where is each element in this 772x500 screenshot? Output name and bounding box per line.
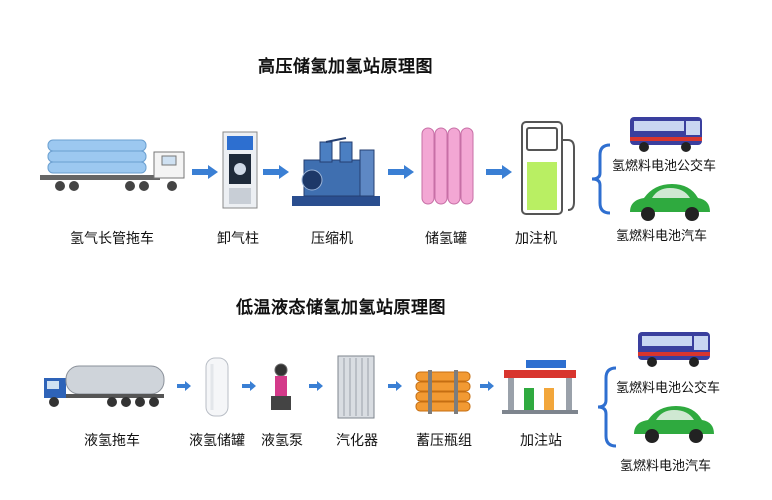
station-icon [502,360,578,414]
tube-trailer-icon [40,139,185,191]
step-label: 压缩机 [311,231,353,247]
step-label: 加注机 [515,231,557,247]
step-label: 加注站 [520,433,562,449]
step-label: 储氢罐 [425,231,467,247]
pump-icon [271,363,291,410]
unloading-post-icon [222,131,258,209]
step-label: 汽化器 [336,433,378,449]
flow-arrow [388,165,414,179]
vehicle-label: 氢燃料电池汽车 [620,459,712,474]
flow-arrow [486,165,512,179]
tanker-truck-icon [44,365,165,407]
bus-icon [630,117,702,152]
compressor-icon [292,137,380,206]
branch-bracket [591,143,611,215]
flow-arrow [177,381,191,391]
flow-arrow [192,165,218,179]
vaporizer-icon [337,355,375,419]
flow-arrow [480,381,494,391]
vehicle-label: 氢燃料电池公交车 [616,381,721,396]
section1-title: 高压储氢加氢站原理图 [258,57,433,77]
step-label: 卸气柱 [217,231,259,247]
step-label: 液氢泵 [261,433,303,449]
car-icon [634,406,714,443]
vehicle-label: 氢燃料电池公交车 [612,159,717,174]
step-label: 液氢储罐 [189,433,245,449]
flow-arrow [242,381,256,391]
step-label: 液氢拖车 [84,433,140,449]
flow-arrow [309,381,323,391]
step-label: 蓄压瓶组 [416,433,472,449]
cylinder-bundle-icon [415,370,471,414]
flow-arrow [388,381,402,391]
step-label: 氢气长管拖车 [70,231,154,247]
car-icon [630,184,710,221]
dispenser-icon [521,121,575,215]
vehicle-label: 氢燃料电池汽车 [616,229,708,244]
liquid-tank-icon [205,357,229,417]
flow-arrow [263,165,289,179]
bus-icon [638,332,710,367]
section2-title: 低温液态储氢加氢站原理图 [236,298,446,318]
storage-cylinders-icon [421,127,474,205]
branch-bracket [597,366,617,448]
